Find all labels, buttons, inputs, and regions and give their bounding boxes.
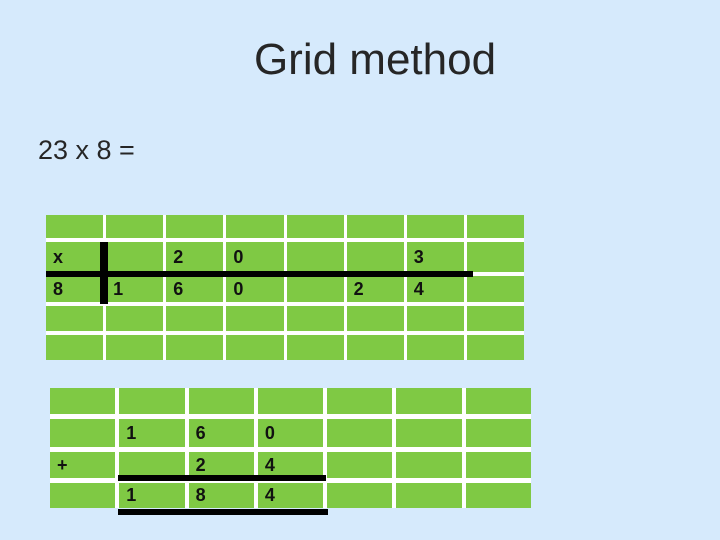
- grid-cell: [286, 276, 344, 302]
- grid-cell: [466, 335, 524, 360]
- grid-cell: [466, 276, 524, 302]
- grid-cell: 2: [188, 452, 254, 478]
- grid-cell: [119, 452, 185, 478]
- grid-cell: 1: [106, 276, 164, 302]
- grid-cell: [346, 215, 404, 238]
- grid-cell: [327, 483, 393, 508]
- grid-cell: [106, 242, 164, 272]
- grid-cell: [286, 242, 344, 272]
- grid-cell: [327, 452, 393, 478]
- grid-cell: [396, 388, 462, 414]
- grid-cell: [327, 419, 393, 447]
- grid-cell: [465, 388, 531, 414]
- grid-cell: [188, 388, 254, 414]
- grid-cell: [465, 483, 531, 508]
- grid-cell: [257, 388, 324, 414]
- grid-cell: [226, 335, 284, 360]
- grid-cell: 4: [257, 483, 324, 508]
- grid-cell: [50, 483, 116, 508]
- grid-cell: [226, 215, 284, 238]
- grid-cell: 4: [406, 276, 464, 302]
- grid-cell: 1: [119, 419, 185, 447]
- multiplication-vertical-line: [100, 242, 108, 304]
- grid-cell: [466, 215, 524, 238]
- grid-cell: [119, 388, 185, 414]
- addition-answer-line: [118, 509, 328, 515]
- page-title: Grid method: [253, 35, 497, 84]
- multiplication-horizontal-line: [46, 271, 473, 277]
- grid-cell: [106, 215, 164, 238]
- grid-cell: [106, 306, 164, 331]
- grid-cell: [465, 452, 531, 478]
- addition-equals-line: [118, 475, 326, 481]
- grid-cell: 2: [166, 242, 224, 272]
- grid-cell: [346, 242, 404, 272]
- grid-cell: 2: [346, 276, 404, 302]
- grid-cell: 0: [257, 419, 324, 447]
- grid-cell: 0: [226, 276, 284, 302]
- grid-cell: 1: [119, 483, 185, 508]
- grid-cell: [106, 335, 164, 360]
- grid-cell: [327, 388, 393, 414]
- grid-cell: 6: [166, 276, 224, 302]
- grid-cell: 8: [188, 483, 254, 508]
- grid-cell: [406, 215, 464, 238]
- grid-cell: +: [50, 452, 116, 478]
- grid-cell: [166, 335, 224, 360]
- grid-cell: [406, 306, 464, 331]
- grid-cell: [465, 419, 531, 447]
- grid-cell: [50, 419, 116, 447]
- grid-cell: [396, 419, 462, 447]
- grid-cell: [46, 335, 104, 360]
- grid-cell: x: [46, 242, 104, 272]
- grid-cell: [466, 242, 524, 272]
- grid-cell: [46, 215, 104, 238]
- grid-cell: 6: [188, 419, 254, 447]
- grid-cell: [346, 306, 404, 331]
- grid-cell: 0: [226, 242, 284, 272]
- grid-cell: [286, 306, 344, 331]
- grid-cell: [226, 306, 284, 331]
- grid-cell: [286, 215, 344, 238]
- grid-cell: 8: [46, 276, 104, 302]
- grid-cell: [396, 483, 462, 508]
- grid-cell: [50, 388, 116, 414]
- grid-cell: [286, 335, 344, 360]
- grid-cell: [166, 306, 224, 331]
- grid-cell: [46, 306, 104, 331]
- grid-cell: [406, 335, 464, 360]
- grid-cell: [166, 215, 224, 238]
- grid-cell: 3: [406, 242, 464, 272]
- grid-cell: 4: [257, 452, 324, 478]
- equation-text: 23 x 8 =: [38, 135, 135, 165]
- grid-cell: [346, 335, 404, 360]
- grid-cell: [396, 452, 462, 478]
- grid-cell: [466, 306, 524, 331]
